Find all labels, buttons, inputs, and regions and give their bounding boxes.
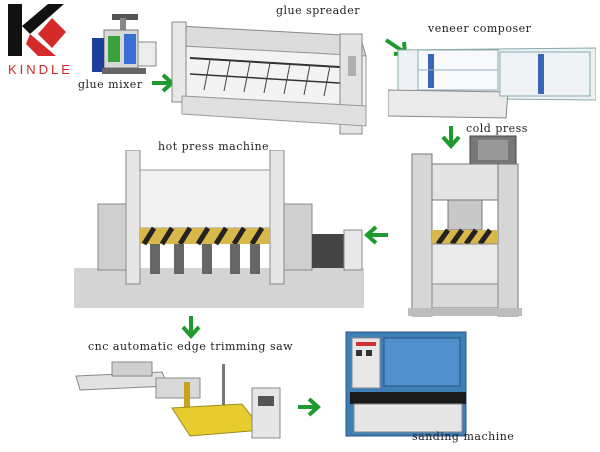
edge-saw-illustration bbox=[72, 352, 292, 448]
glue-mixer-illustration bbox=[90, 12, 160, 78]
edge-saw-label: cnc automatic edge trimming saw bbox=[88, 340, 294, 353]
veneer-composer-illustration bbox=[387, 40, 597, 120]
brand-name: KINDLE bbox=[8, 62, 73, 77]
flow-arrow-down-icon bbox=[440, 124, 462, 154]
cold-press-illustration bbox=[408, 134, 522, 318]
veneer-composer-label: veneer composer bbox=[428, 22, 532, 35]
kindle-logo: KINDLE bbox=[8, 4, 72, 77]
flow-arrow-down-icon bbox=[180, 314, 202, 344]
hot-press-illustration bbox=[74, 149, 364, 310]
glue-mixer-label: glue mixer bbox=[78, 78, 143, 91]
sanding-machine-illustration bbox=[340, 330, 472, 440]
sanding-machine-label: sanding machine bbox=[412, 430, 515, 443]
glue-spreader-label: glue spreader bbox=[276, 4, 360, 17]
flow-arrow-right-icon bbox=[296, 396, 322, 422]
cold-press-label: cold press bbox=[466, 122, 528, 135]
kindle-logo-mark bbox=[8, 4, 66, 56]
hot-press-label: hot press machine bbox=[158, 140, 270, 153]
flow-arrow-left-icon bbox=[362, 224, 390, 250]
glue-spreader-illustration bbox=[170, 16, 370, 136]
